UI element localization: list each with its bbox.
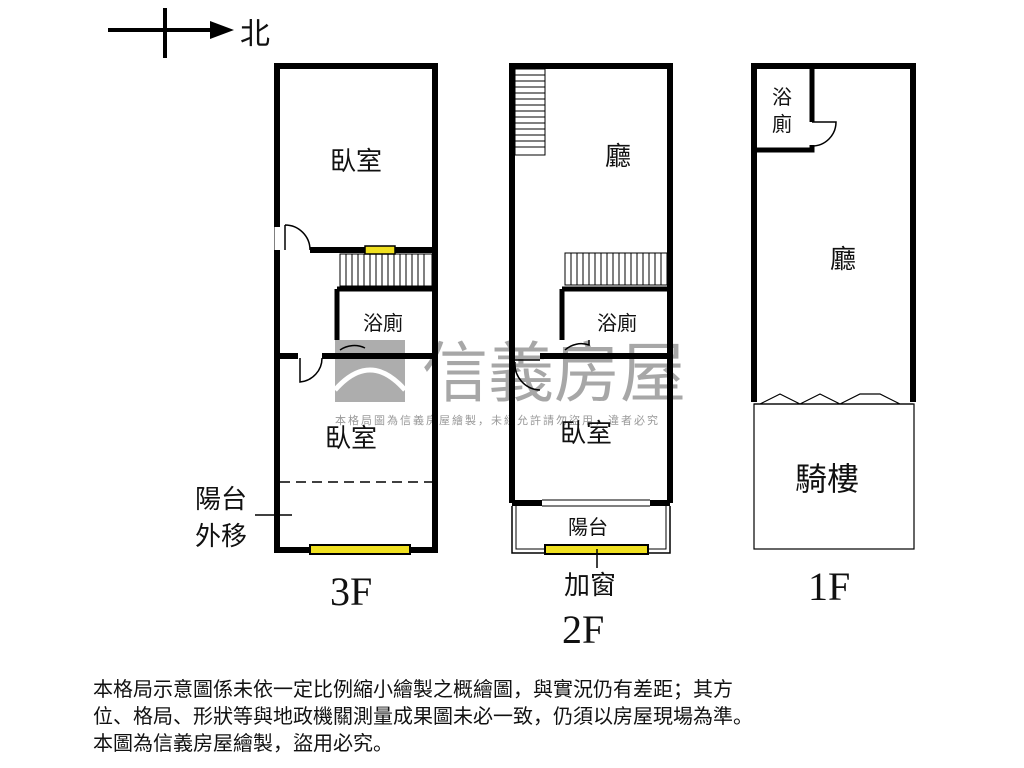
disclaimer-line: 位、格局、形狀等與地政機關測量成果圖未必一致，仍須以房屋現場為準。 — [93, 704, 753, 728]
watermark: 信義房屋 本格局圖為信義房屋繪製，未經允許請勿盜用，違者必究 — [333, 335, 686, 427]
floor-2f — [509, 63, 673, 568]
disclaimer: 本格局示意圖係未依一定比例縮小繪製之概繪圖，與實況仍有差距；其方 位、格局、形狀… — [93, 676, 953, 757]
watermark-brand: 信義房屋 — [422, 335, 686, 412]
north-label: 北 — [240, 17, 270, 52]
room-1f-bath: 浴 — [772, 85, 792, 109]
floor-label-2f: 2F — [562, 607, 604, 652]
room-3f-bedroom-2: 臥室 — [325, 424, 377, 454]
room-1f-arcade: 騎樓 — [795, 460, 859, 498]
room-2f-living: 廳 — [605, 142, 631, 172]
room-3f-bathroom: 浴廁 — [363, 311, 403, 335]
floor-label-1f: 1F — [808, 564, 850, 609]
note-moved-out: 外移 — [195, 522, 247, 552]
disclaimer-line: 本格局示意圖係未依一定比例縮小繪製之概繪圖，與實況仍有差距；其方 — [93, 677, 733, 701]
room-3f-bedroom-1: 臥室 — [330, 147, 382, 177]
watermark-notice: 本格局圖為信義房屋繪製，未經允許請勿盜用，違者必究 — [335, 413, 660, 427]
floor-label-3f: 3F — [330, 569, 372, 614]
note-balcony: 陽台 — [195, 485, 247, 515]
note-added-window: 加窗 — [564, 571, 616, 601]
room-2f-balcony: 陽台 — [568, 515, 608, 539]
room-1f-toilet: 廁 — [772, 112, 792, 136]
disclaimer-line: 本圖為信義房屋繪製，盜用必究。 — [93, 731, 393, 755]
room-1f-living: 廳 — [830, 245, 856, 275]
floor-1f — [751, 63, 916, 550]
room-2f-bedroom: 臥室 — [560, 419, 612, 449]
floor-3f — [255, 63, 438, 555]
north-arrow-icon: 北 — [108, 8, 270, 58]
room-2f-bathroom: 浴廁 — [597, 311, 637, 335]
